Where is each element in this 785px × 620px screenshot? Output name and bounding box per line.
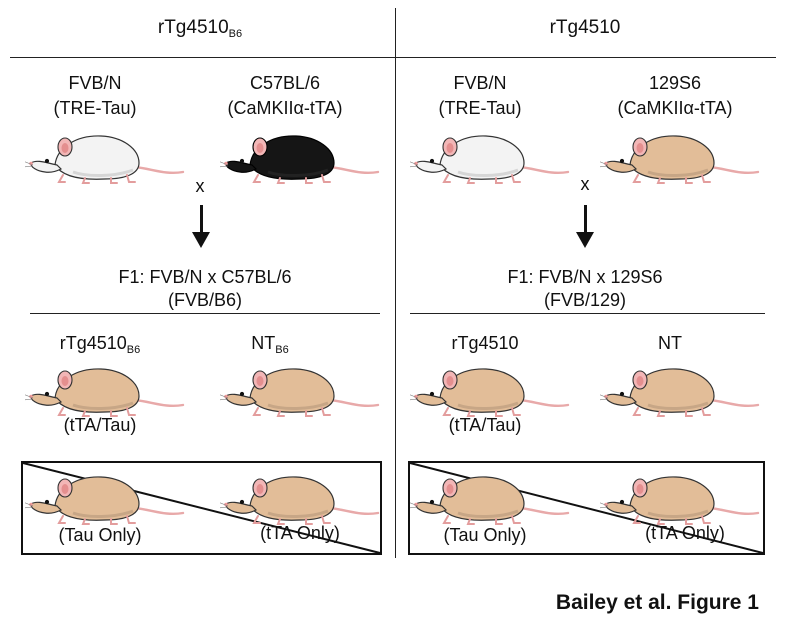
right-parent1-genotype: (TRE-Tau) <box>438 98 522 118</box>
left-parent1-mouse-icon <box>25 135 185 184</box>
right-parent1-strain: FVB/N <box>453 73 507 93</box>
left-excluded1-mouse-icon <box>25 476 185 525</box>
right-excluded1-label: (Tau Only) <box>443 525 527 545</box>
left-offspring2-label: NTB6 <box>251 333 289 356</box>
right-excluded2-mouse-icon <box>600 476 760 525</box>
right-offspring2-label: NT <box>658 333 682 353</box>
left-cross-symbol: x <box>195 176 205 196</box>
right-parent2-genotype: (CaMKIIα-tTA) <box>617 98 733 118</box>
left-panel-title: rTg4510B6 <box>157 17 243 40</box>
left-excluded2-mouse-icon <box>220 476 380 525</box>
left-f1-hybrid: (FVB/B6) <box>167 290 242 310</box>
left-f1-cross: F1: FVB/N x C57BL/6 <box>118 267 292 287</box>
right-excluded-box <box>408 461 765 555</box>
left-offspring1-mouse-icon <box>25 368 185 417</box>
left-parent2-strain: C57BL/6 <box>249 73 321 93</box>
right-offspring1-label: rTg4510 <box>451 333 519 353</box>
right-panel-title: rTg4510 <box>549 17 621 38</box>
left-offspring1-label: rTg4510B6 <box>59 333 141 356</box>
left-parent1-genotype: (TRE-Tau) <box>53 98 137 118</box>
right-cross-arrow-shaft <box>584 205 587 235</box>
figure-credit: Bailey et al. Figure 1 <box>555 591 759 614</box>
left-offspring1-genotype: (tTA/Tau) <box>63 415 137 435</box>
right-cross-symbol: x <box>580 174 590 194</box>
left-cross-arrow-shaft <box>200 205 203 235</box>
left-exclusion-strike <box>22 462 381 554</box>
right-excluded1-mouse-icon <box>410 476 570 525</box>
right-parent2-mouse-icon <box>600 135 760 184</box>
left-parent1-strain: FVB/N <box>68 73 122 93</box>
right-excluded2-label: (tTA Only) <box>645 523 725 543</box>
right-parent1-mouse-icon <box>410 135 570 184</box>
left-parent2-mouse-icon <box>220 135 380 184</box>
right-cross-arrow-head <box>576 232 594 248</box>
right-offspring2-mouse-icon <box>600 368 760 417</box>
left-offspring2-mouse-icon <box>220 368 380 417</box>
left-parent2-genotype: (CaMKIIα-tTA) <box>227 98 343 118</box>
left-excluded2-label: (tTA Only) <box>260 523 340 543</box>
right-parent2-strain: 129S6 <box>648 73 702 93</box>
right-f1-rule <box>410 313 765 315</box>
left-excluded-box <box>21 461 382 555</box>
right-f1-hybrid: (FVB/129) <box>543 290 627 310</box>
center-divider <box>395 8 397 558</box>
left-cross-arrow-head <box>192 232 210 248</box>
left-excluded1-label: (Tau Only) <box>58 525 142 545</box>
right-offspring1-genotype: (tTA/Tau) <box>448 415 522 435</box>
right-f1-cross: F1: FVB/N x 129S6 <box>507 267 663 287</box>
right-offspring1-mouse-icon <box>410 368 570 417</box>
left-f1-rule <box>30 313 380 315</box>
header-rule <box>10 57 776 59</box>
